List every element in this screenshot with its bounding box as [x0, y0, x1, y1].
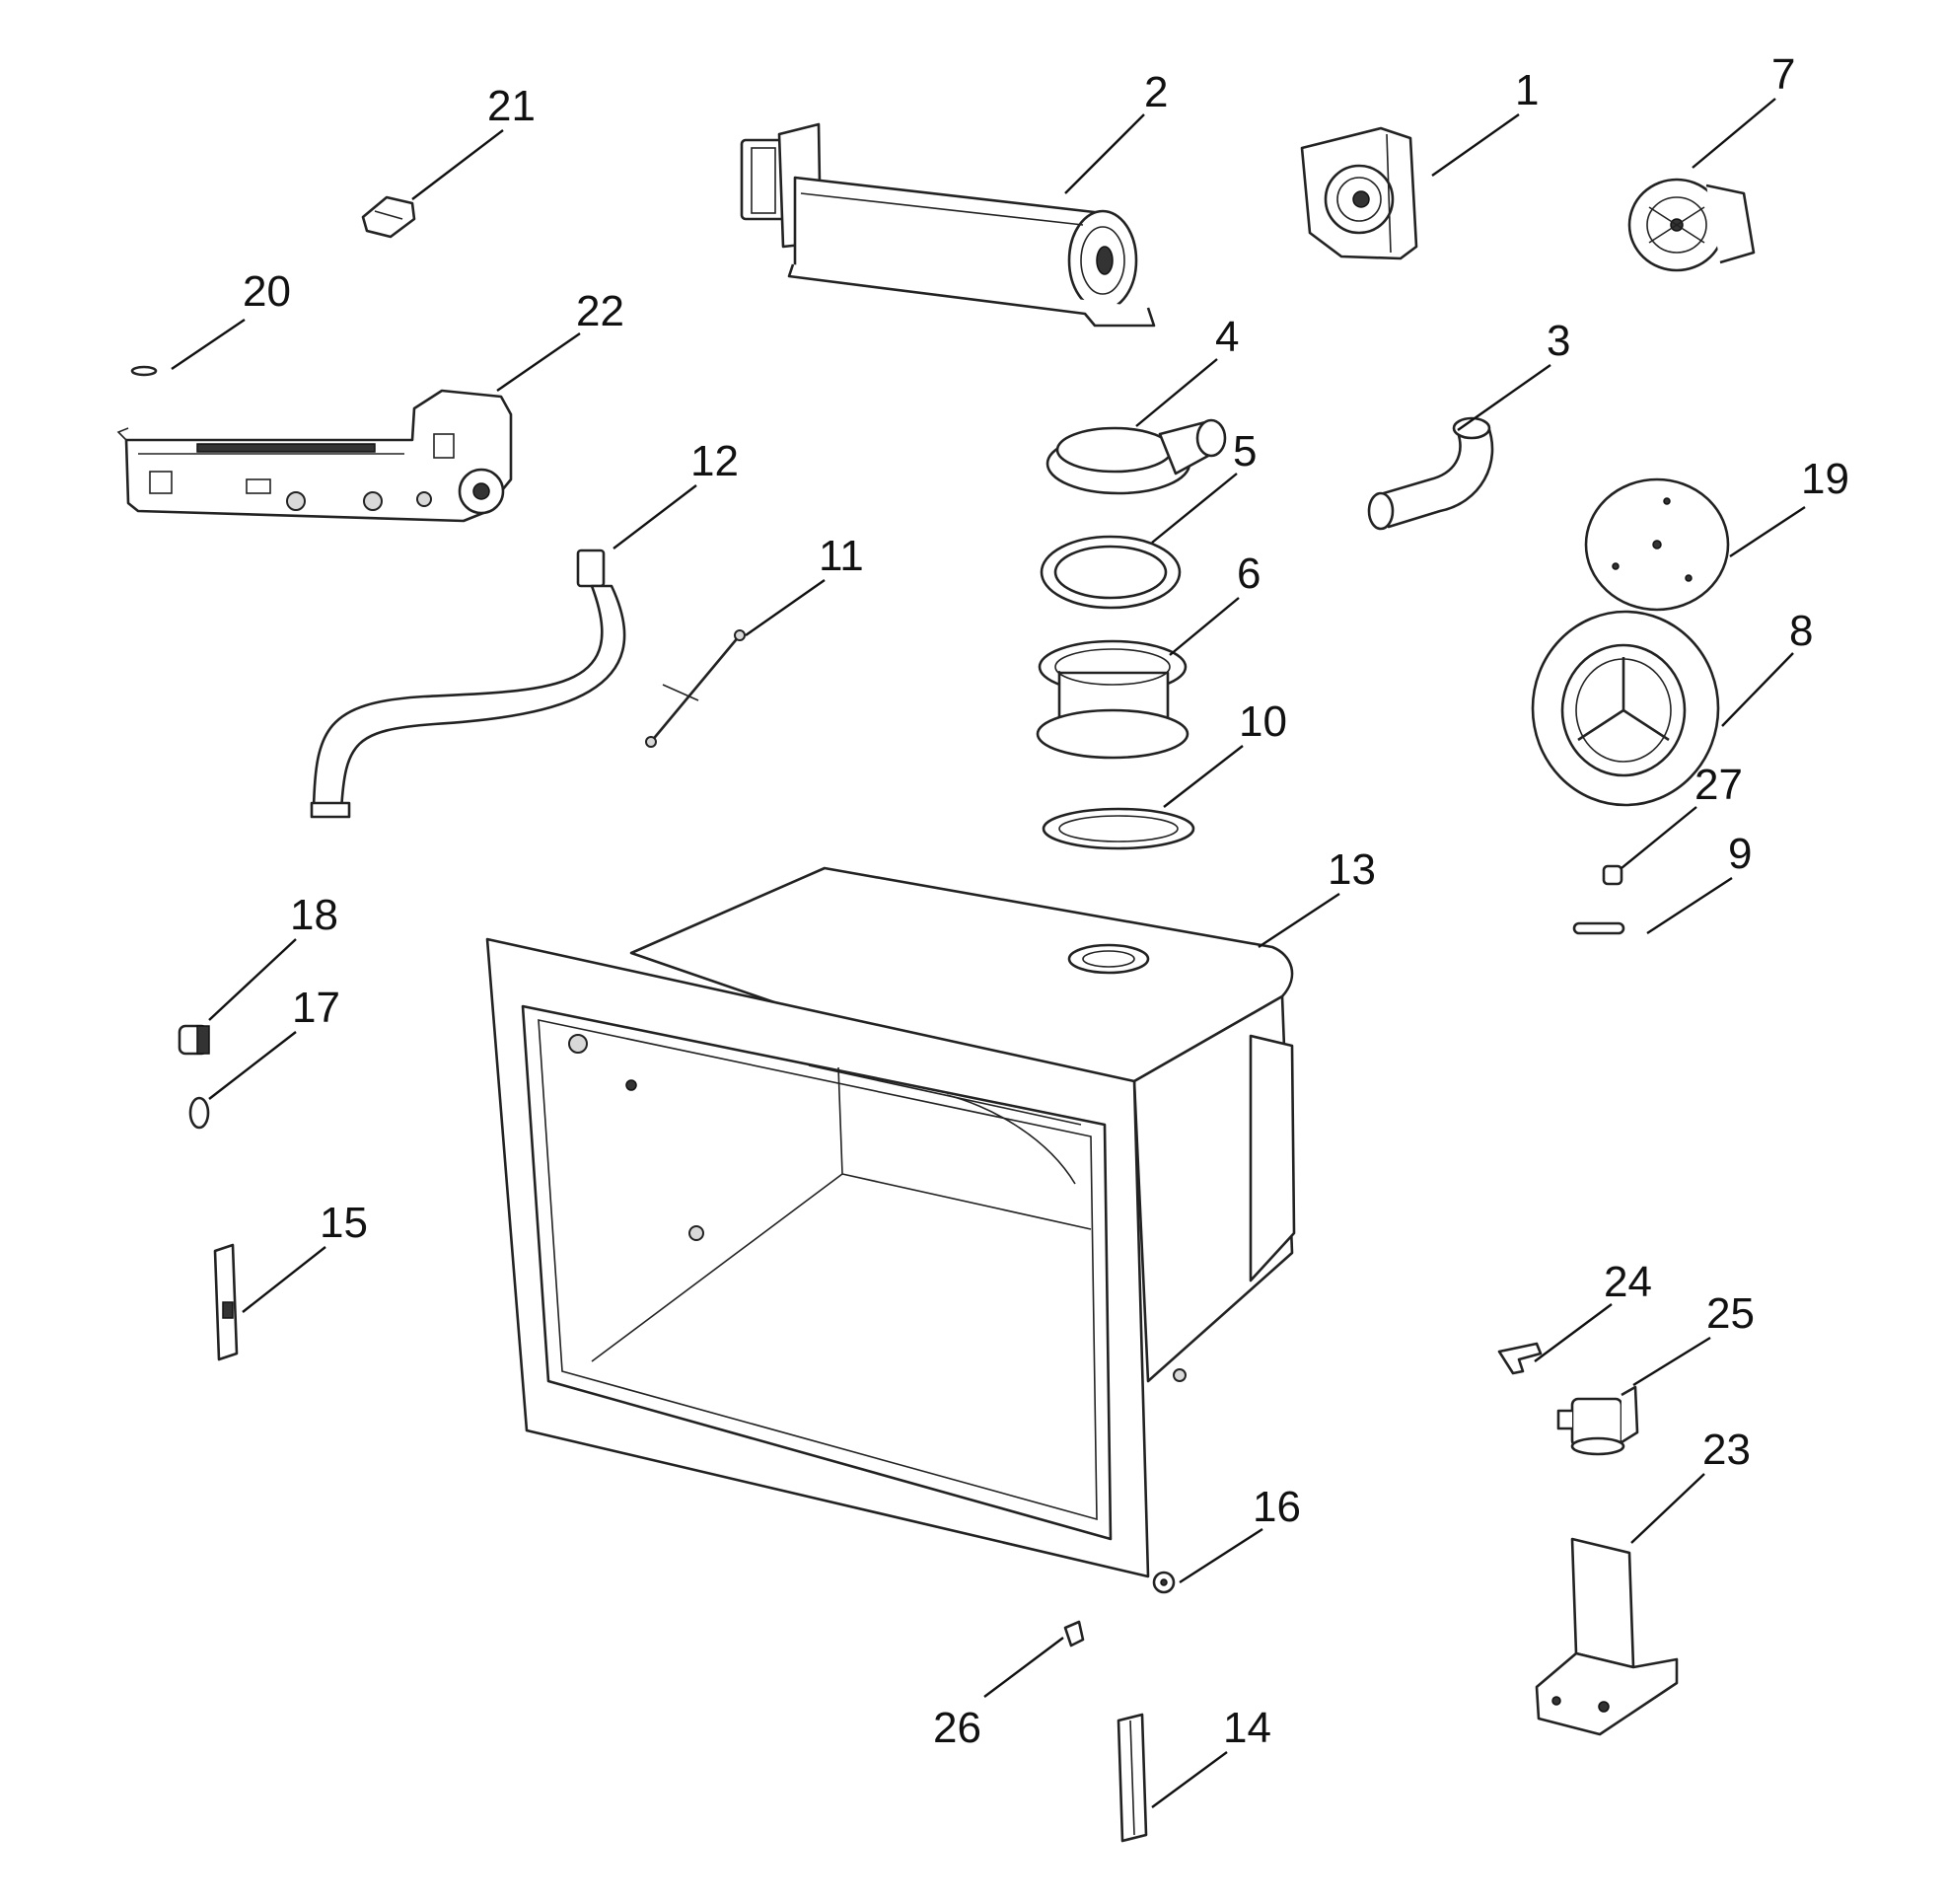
leader-22: [496, 332, 581, 392]
part-11-probe: [645, 629, 746, 748]
callout-16: 16: [1253, 1483, 1301, 1531]
part-26-screw: [1063, 1620, 1085, 1648]
callout-24: 24: [1604, 1258, 1652, 1306]
leader-9: [1646, 876, 1733, 935]
callout-10: 10: [1239, 697, 1287, 746]
leader-14: [1151, 1751, 1228, 1808]
leader-5: [1151, 473, 1238, 544]
part-6-duct-collar: [1036, 639, 1189, 760]
callout-2: 2: [1144, 68, 1168, 116]
leader-3: [1457, 364, 1551, 431]
part-2-blower-assembly: [740, 122, 1156, 328]
callout-1: 1: [1515, 66, 1539, 114]
part-18-nut: [178, 1024, 210, 1056]
leader-lines: [171, 98, 1806, 1808]
callout-22: 22: [576, 287, 624, 335]
leader-12: [613, 484, 697, 549]
part-10-gasket: [1042, 807, 1195, 850]
part-21-clip: [361, 195, 416, 239]
part-12-wire-harness: [310, 549, 626, 819]
leader-10: [1163, 745, 1244, 808]
leader-21: [411, 129, 504, 200]
callout-7: 7: [1771, 50, 1795, 99]
part-19-disc: [1584, 477, 1730, 612]
callout-19: 19: [1801, 455, 1849, 503]
leader-11: [745, 579, 826, 636]
part-22-control-bracket: [116, 389, 513, 523]
callout-27: 27: [1694, 761, 1743, 809]
callout-11: 11: [819, 532, 864, 580]
callout-26: 26: [933, 1704, 981, 1752]
leader-8: [1721, 652, 1794, 727]
callout-21: 21: [487, 82, 536, 130]
part-1-fan-housing: [1300, 126, 1418, 260]
part-8-stirrer-housing: [1531, 610, 1720, 807]
part-24-clip: [1497, 1342, 1543, 1375]
part-17-o-ring: [188, 1096, 210, 1130]
leader-2: [1064, 113, 1145, 194]
callout-labels: 1 2 3 4 5 6 7 8 9 10 11 12 13 14 15 16 1…: [243, 50, 1849, 1752]
callout-23: 23: [1702, 1426, 1751, 1474]
callout-17: 17: [292, 984, 340, 1032]
part-5-gasket: [1040, 535, 1182, 610]
leader-24: [1534, 1303, 1613, 1362]
part-14-strip: [1117, 1713, 1148, 1843]
leader-6: [1169, 597, 1240, 656]
callout-4: 4: [1215, 313, 1239, 361]
part-7-motor: [1627, 178, 1756, 272]
part-25-thermostat: [1556, 1385, 1639, 1456]
leader-18: [208, 938, 297, 1021]
leader-4: [1135, 358, 1218, 427]
callout-18: 18: [290, 891, 338, 939]
part-9-roller: [1572, 921, 1625, 935]
callout-5: 5: [1233, 427, 1257, 476]
leader-26: [983, 1637, 1064, 1698]
part-20-ring: [130, 365, 158, 377]
leader-7: [1692, 98, 1776, 169]
callout-15: 15: [320, 1199, 368, 1247]
leader-23: [1630, 1473, 1705, 1544]
part-15-strip: [213, 1243, 239, 1361]
callout-6: 6: [1237, 549, 1261, 598]
leader-17: [208, 1031, 297, 1100]
leader-15: [242, 1246, 326, 1313]
callout-13: 13: [1328, 845, 1376, 894]
leader-1: [1431, 113, 1520, 177]
leader-16: [1179, 1527, 1263, 1584]
callout-12: 12: [690, 437, 739, 485]
callout-25: 25: [1706, 1289, 1755, 1338]
part-13-oven-cavity: [485, 866, 1296, 1578]
callout-20: 20: [243, 267, 291, 316]
part-3-elbow-hose: [1367, 416, 1494, 531]
leader-19: [1729, 505, 1806, 558]
callout-9: 9: [1728, 830, 1752, 878]
leader-20: [171, 319, 246, 370]
part-16-grommet: [1152, 1571, 1176, 1594]
leader-27: [1621, 806, 1697, 869]
leader-13: [1258, 892, 1340, 949]
part-27-nut: [1602, 864, 1623, 886]
callout-14: 14: [1223, 1704, 1271, 1752]
callout-3: 3: [1547, 317, 1570, 365]
part-23-l-bracket: [1535, 1537, 1679, 1736]
part-4-duct-cap: [1045, 418, 1227, 495]
leader-25: [1632, 1336, 1711, 1387]
callout-8: 8: [1789, 607, 1813, 655]
